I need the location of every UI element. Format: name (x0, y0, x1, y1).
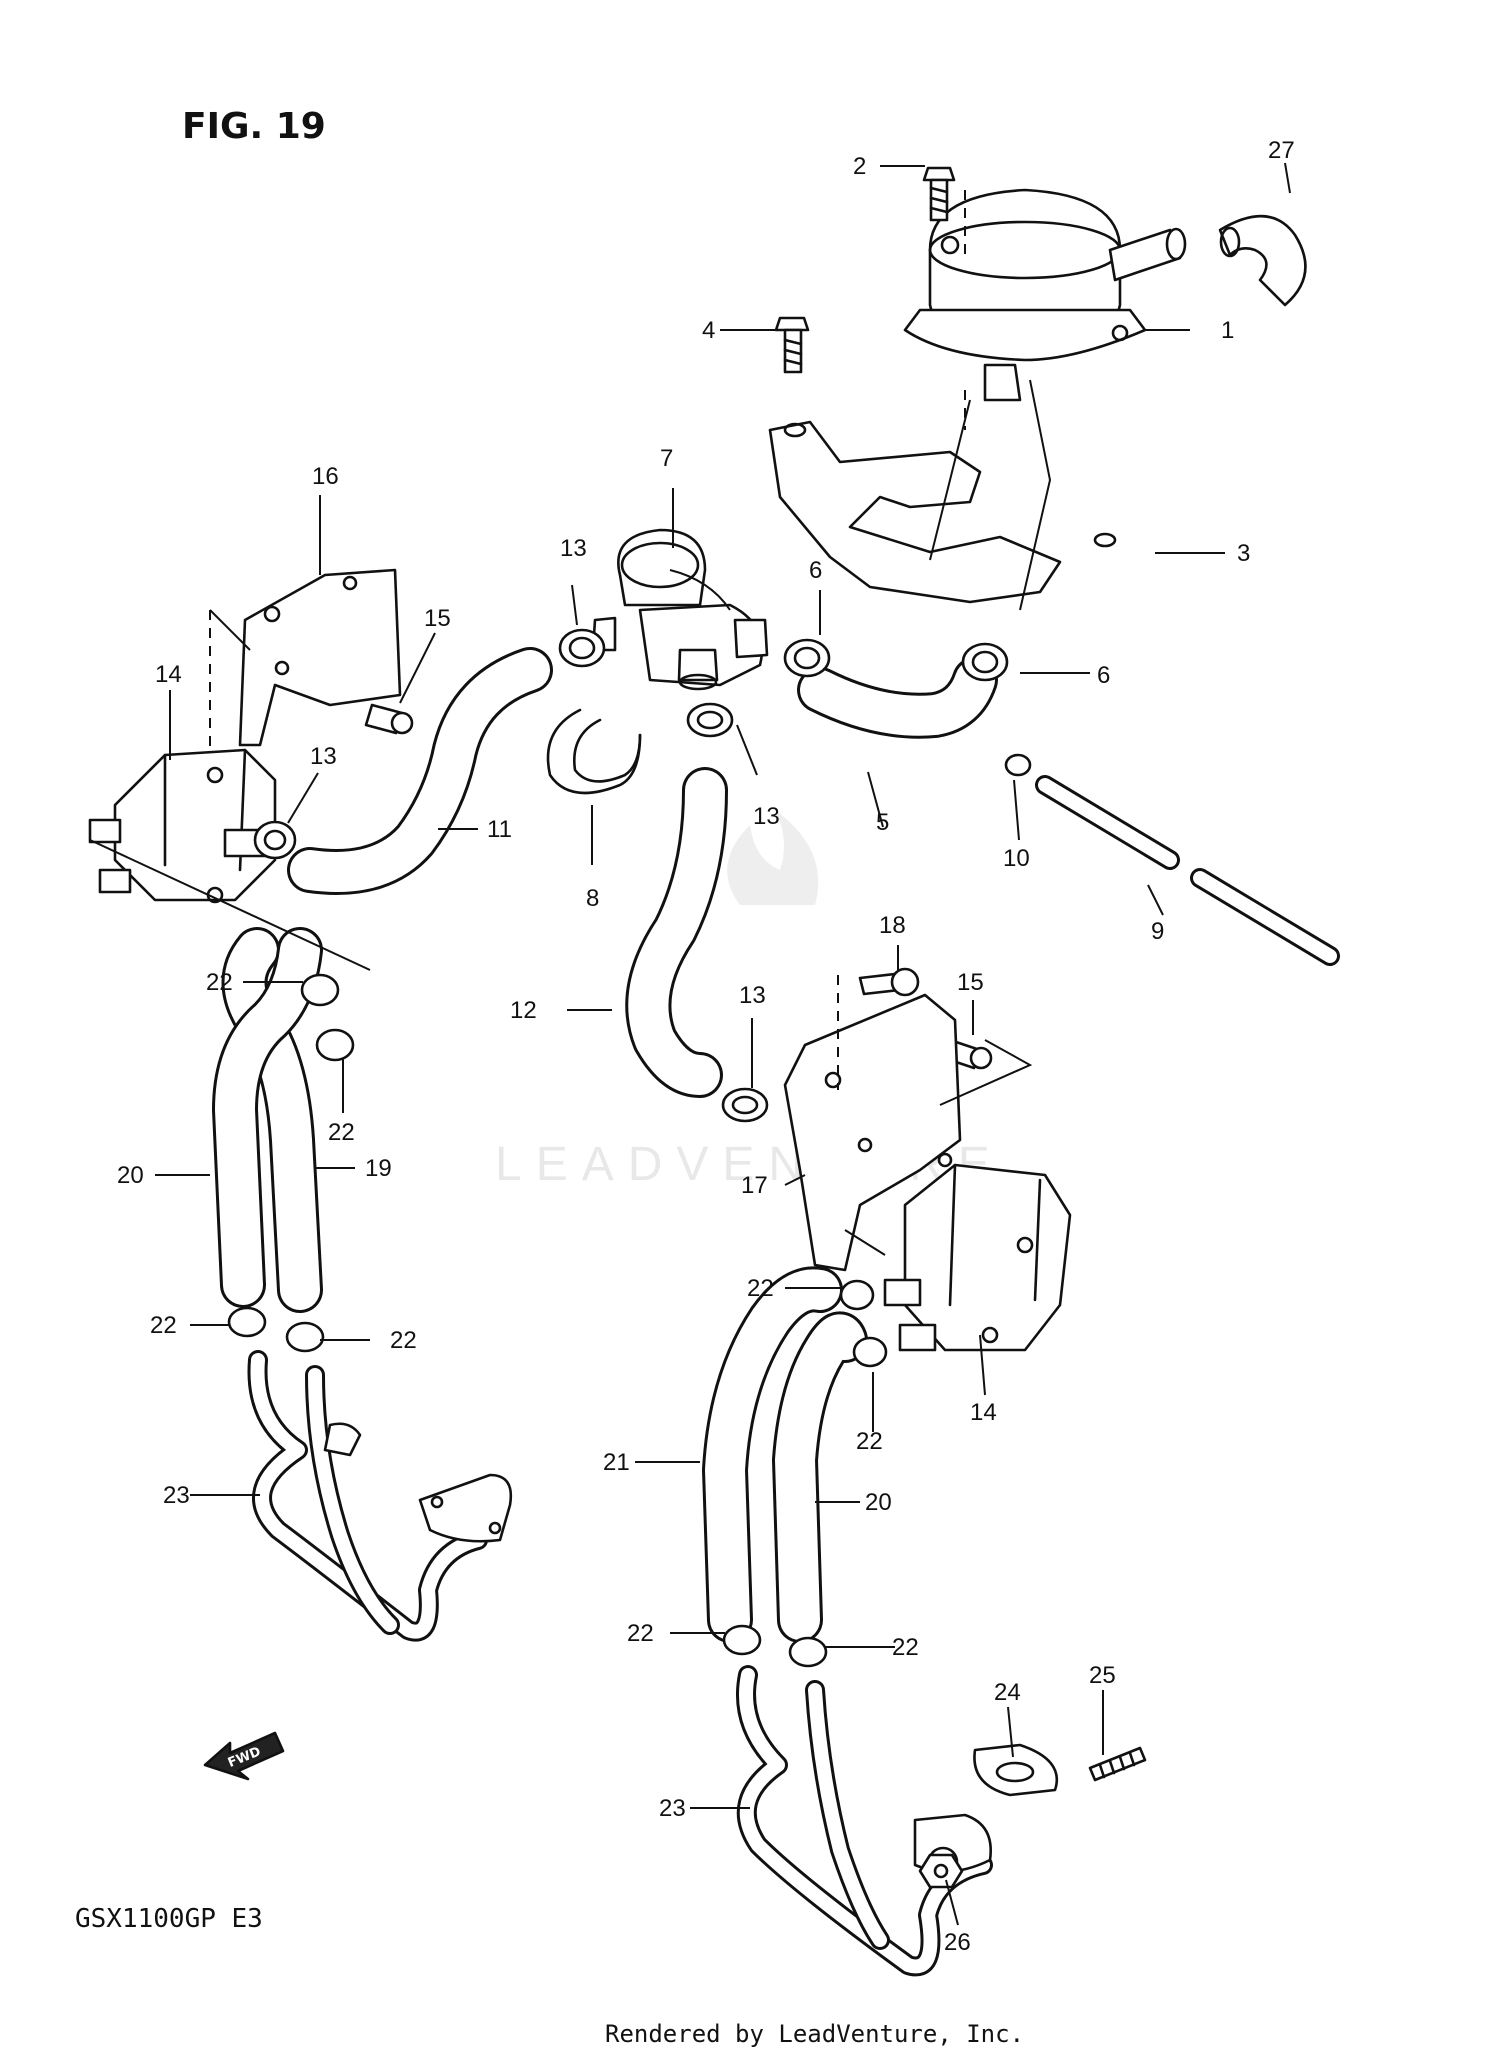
part-26-nut (918, 1853, 964, 1889)
callout-13d: 13 (739, 982, 766, 1009)
part-25-stud (1088, 1746, 1147, 1782)
part-8-clip (546, 708, 642, 795)
part-3-bracket (768, 420, 1117, 604)
callout-19: 19 (365, 1155, 392, 1182)
callout-18: 18 (879, 912, 906, 939)
callout-22h: 22 (892, 1634, 919, 1661)
callout-5: 5 (876, 809, 889, 836)
part-10-clamp (1004, 753, 1032, 777)
callout-22e: 22 (747, 1275, 774, 1302)
callout-15b: 15 (957, 969, 984, 996)
fwd-arrow-icon: FWD (203, 1731, 285, 1781)
callout-4: 4 (702, 317, 715, 344)
part-22-clamp-left-c (227, 1306, 267, 1338)
part-20-hose-right (772, 1312, 868, 1643)
part-22-clamp-right-b (852, 1336, 888, 1368)
figure-title: FIG. 19 (182, 106, 326, 147)
part-13-clamp-b (686, 702, 734, 738)
callout-labels: 2 27 4 1 3 16 7 15 13 6 6 14 13 11 8 13 … (117, 137, 1295, 1956)
callout-26: 26 (944, 1929, 971, 1956)
part-27-elbow-hose (1218, 214, 1307, 307)
callout-11: 11 (487, 816, 512, 843)
callout-22f: 22 (856, 1428, 883, 1455)
callout-3: 3 (1237, 540, 1250, 567)
part-12-hose (625, 767, 728, 1098)
leader-lines (155, 162, 1291, 1926)
model-code: GSX1100GP E3 (75, 1904, 263, 1934)
part-22-clamp-right-d (788, 1636, 828, 1668)
callout-27: 27 (1268, 137, 1295, 164)
callout-14b: 14 (970, 1399, 997, 1426)
callout-6a: 6 (809, 557, 822, 584)
callout-12: 12 (510, 997, 537, 1024)
part-15-bolt-upper (364, 703, 414, 735)
part-6-clamp-b (961, 642, 1009, 682)
callout-2: 2 (853, 153, 866, 180)
callout-20b: 20 (865, 1489, 892, 1516)
part-23-pipe-left (247, 1350, 513, 1642)
part-6-clamp-a (783, 638, 831, 678)
part-5-hose (797, 657, 998, 739)
part-23-pipe-right (736, 1665, 993, 1977)
part-22-clamp-left-a (300, 973, 340, 1007)
callout-15a: 15 (424, 605, 451, 632)
part-16-cover-plate (238, 568, 402, 747)
part-14-reed-valve-right (883, 1163, 1072, 1352)
part-13-clamp-c (253, 820, 297, 860)
part-14-reed-valve-left (88, 748, 277, 904)
callout-25: 25 (1089, 1662, 1116, 1689)
callout-16: 16 (312, 463, 339, 490)
callout-13a: 13 (560, 535, 587, 562)
callout-22c: 22 (150, 1312, 177, 1339)
callout-24: 24 (994, 1679, 1021, 1706)
callout-7: 7 (660, 445, 673, 472)
part-22-clamp-right-a (839, 1279, 875, 1311)
part-18-bolt (858, 967, 920, 997)
part-13-clamp-d (721, 1087, 769, 1123)
part-20-hose-left (212, 927, 323, 1308)
callout-23a: 23 (163, 1482, 190, 1509)
part-1-reed-valve-cover (903, 188, 1187, 402)
callout-20a: 20 (117, 1162, 144, 1189)
part-17-cover-plate (783, 993, 962, 1272)
part-7-control-valve (591, 528, 769, 691)
callout-22b: 22 (328, 1119, 355, 1146)
callout-13c: 13 (753, 803, 780, 830)
callout-9: 9 (1151, 918, 1164, 945)
part-13-clamp-a (558, 628, 606, 668)
callout-17: 17 (741, 1172, 768, 1199)
callout-21: 21 (603, 1449, 630, 1476)
callout-22a: 22 (206, 969, 233, 996)
part-11-hose (287, 647, 553, 895)
callout-6b: 6 (1097, 662, 1110, 689)
callout-22d: 22 (390, 1327, 417, 1354)
part-9-tube (1035, 775, 1340, 966)
assembly-guide-lines (89, 190, 1052, 1256)
callout-14a: 14 (155, 661, 182, 688)
part-22-clamp-left-b (315, 1028, 355, 1062)
callout-22g: 22 (627, 1620, 654, 1647)
part-21-hose-right (702, 1266, 843, 1643)
part-22-clamp-left-d (285, 1321, 325, 1353)
callout-23b: 23 (659, 1795, 686, 1822)
part-24-gasket (973, 1743, 1059, 1797)
part-4-bolt (774, 316, 810, 374)
callout-13b: 13 (310, 743, 337, 770)
part-22-clamp-right-c (722, 1624, 762, 1656)
callout-8: 8 (586, 885, 599, 912)
footer-credit: Rendered by LeadVenture, Inc. (605, 2020, 1024, 2048)
callout-10: 10 (1003, 845, 1030, 872)
part-2-bolt (922, 166, 956, 222)
callout-1: 1 (1221, 317, 1234, 344)
